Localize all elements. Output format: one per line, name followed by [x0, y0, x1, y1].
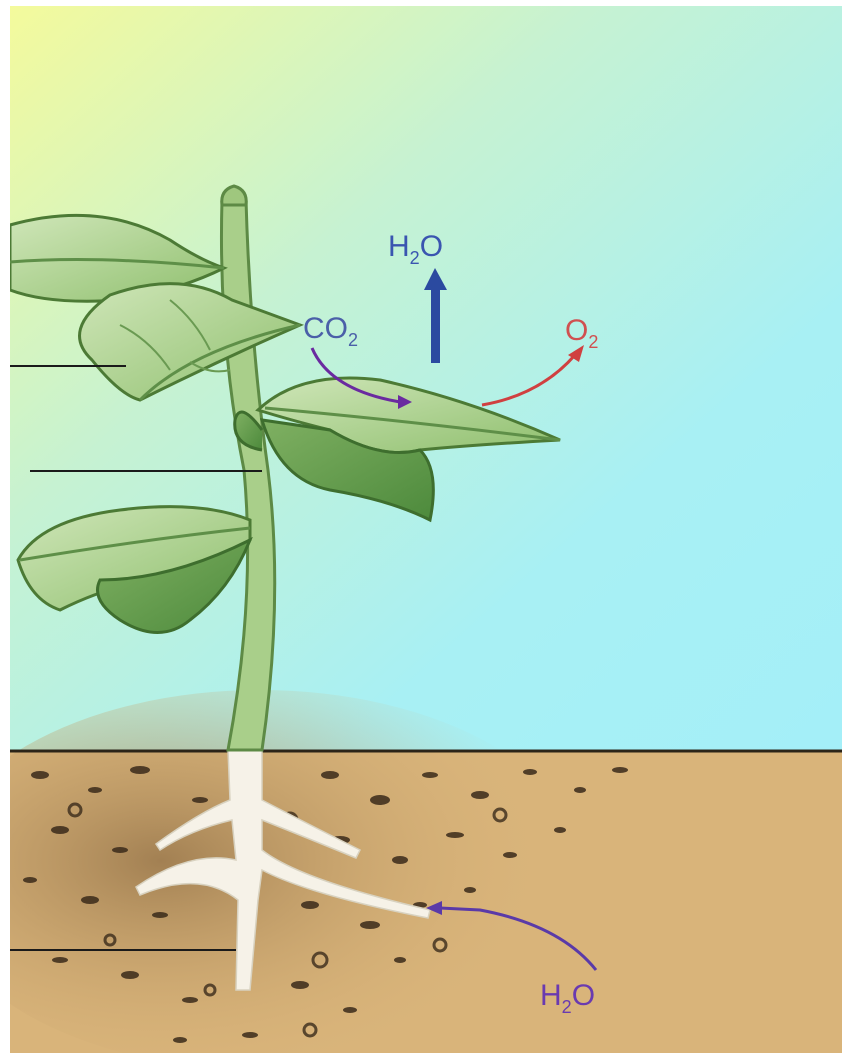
plant-diagram: H2O CO2 O2 H2O	[0, 0, 842, 1057]
